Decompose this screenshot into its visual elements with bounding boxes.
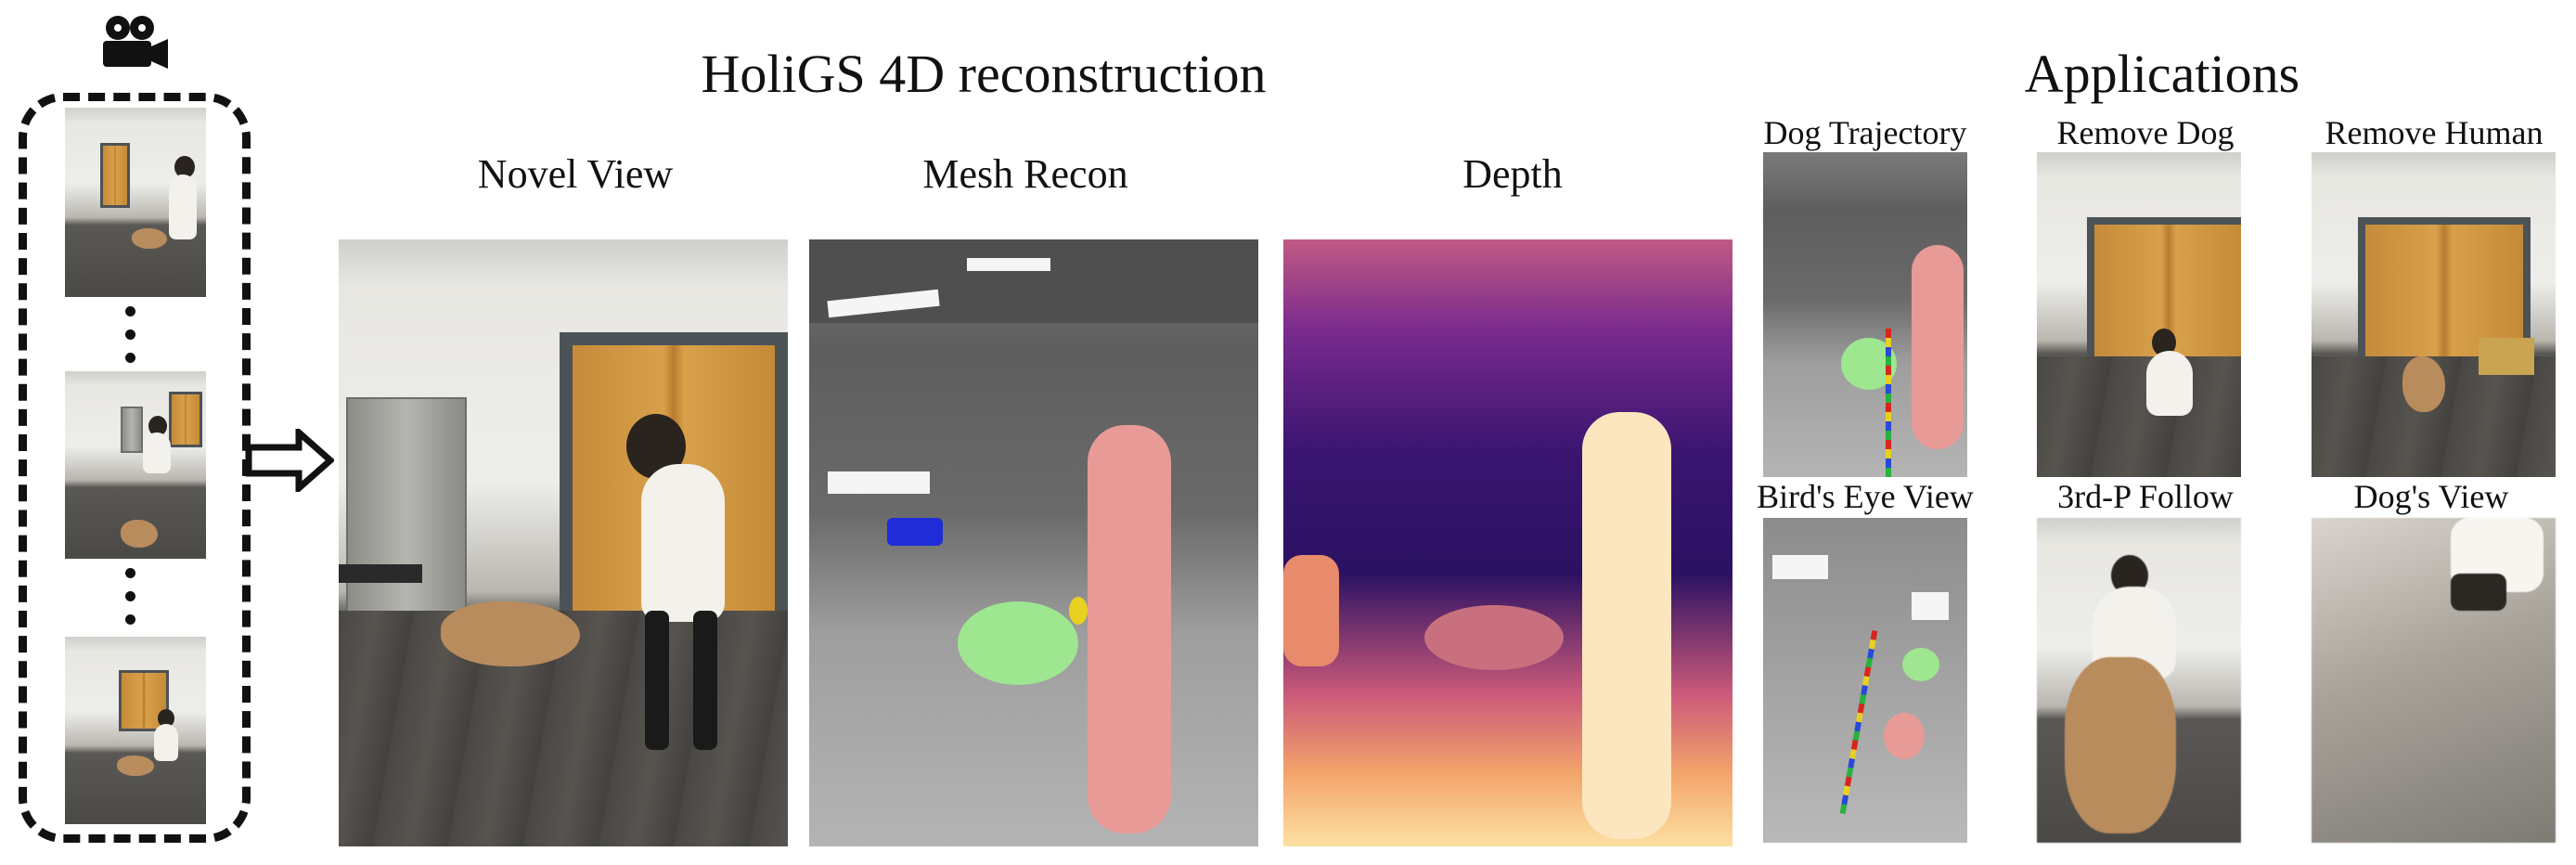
input-frame-3	[65, 637, 206, 824]
ellipsis-dot	[125, 353, 135, 363]
3rd-p-follow-image	[2037, 518, 2241, 843]
panel-label-mesh-recon: Mesh Recon	[922, 151, 1128, 197]
ellipsis-dot	[125, 306, 135, 316]
app-label-dog-trajectory: Dog Trajectory	[1763, 114, 1967, 151]
app-label-dogs-view: Dog's View	[2353, 478, 2509, 515]
ellipsis-dot	[125, 591, 135, 601]
applications-title: Applications	[2024, 44, 2300, 104]
app-label-remove-human: Remove Human	[2325, 114, 2544, 151]
dog-trajectory-image	[1763, 152, 1967, 477]
app-label-birds-eye-view: Bird's Eye View	[1757, 478, 1974, 515]
ellipsis-dot	[125, 568, 135, 578]
remove-dog-image	[2037, 152, 2241, 477]
app-label-3rd-p-follow: 3rd-P Follow	[2057, 478, 2234, 515]
remove-human-image	[2312, 152, 2556, 477]
ellipsis-dot	[125, 614, 135, 625]
panel-label-novel-view: Novel View	[477, 151, 674, 197]
movie-camera-icon	[103, 16, 168, 69]
input-frame-2	[65, 371, 206, 559]
birds-eye-view-image	[1763, 518, 1967, 843]
main-title: HoliGS 4D reconstruction	[701, 44, 1267, 104]
dogs-view-image	[2312, 518, 2556, 843]
depth-image	[1283, 239, 1732, 846]
panel-label-depth: Depth	[1462, 151, 1563, 197]
ellipsis-dot	[125, 329, 135, 340]
input-frame-1	[65, 108, 206, 297]
app-label-remove-dog: Remove Dog	[2056, 114, 2235, 151]
mesh-recon-image	[809, 239, 1258, 846]
novel-view-image	[339, 239, 788, 846]
double-right-arrow-icon	[245, 429, 334, 492]
